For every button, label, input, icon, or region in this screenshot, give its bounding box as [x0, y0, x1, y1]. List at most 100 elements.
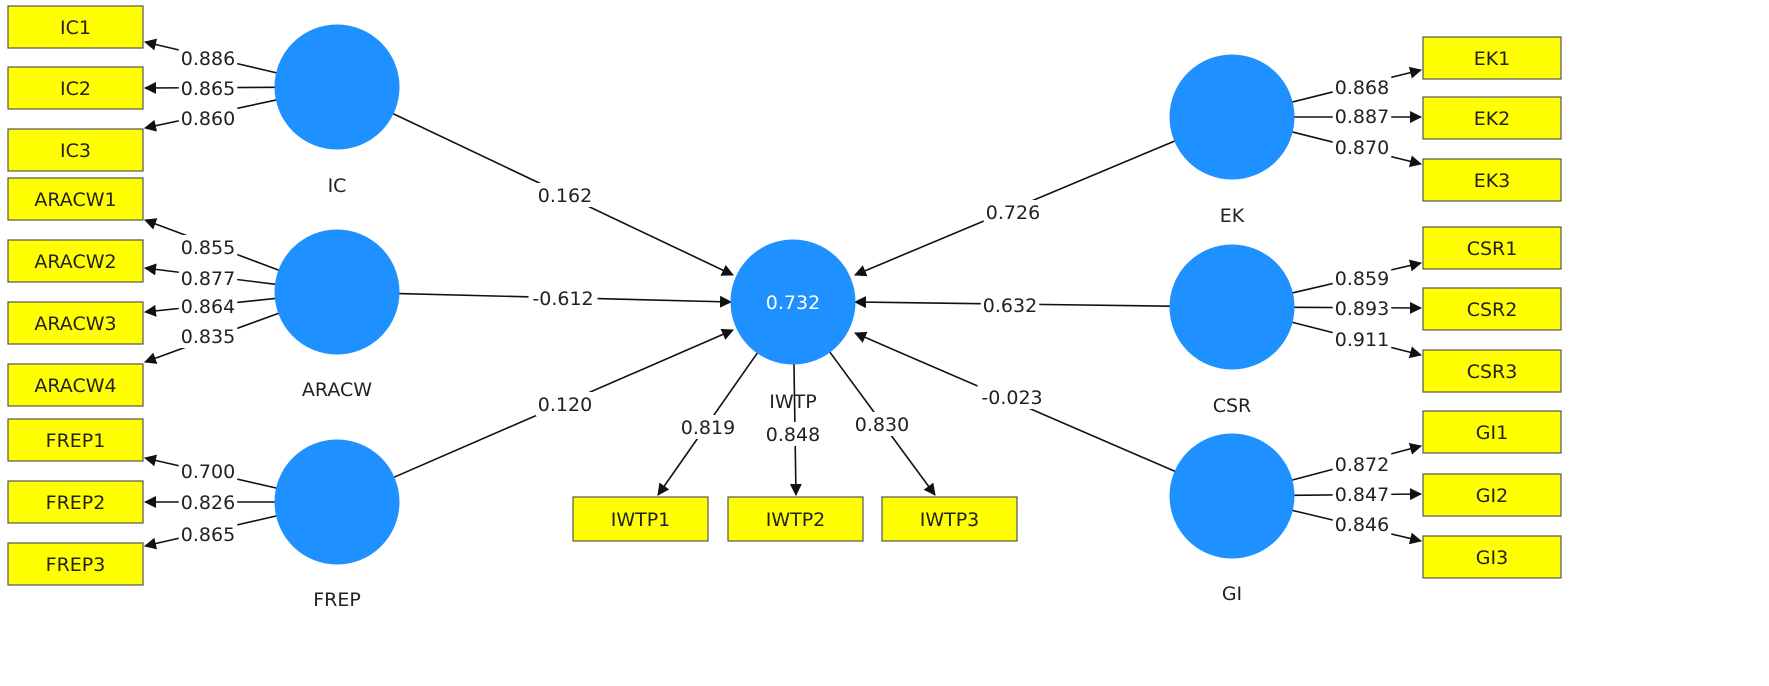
indicator-box-aracw1[interactable]	[7, 177, 144, 221]
loading-value-csr1-bg	[1332, 266, 1392, 290]
construct-node-iwtp[interactable]	[730, 239, 856, 365]
path-coefficient-csr-bg	[980, 293, 1040, 317]
indicator-label-aracw2: ARACW2	[34, 251, 116, 273]
indicator-box-ic1[interactable]	[7, 5, 144, 49]
construct-label-ek: EK	[1220, 205, 1245, 227]
construct-label-ic: IC	[328, 175, 347, 197]
indicator-box-csr3[interactable]	[1422, 349, 1562, 393]
indicator-label-csr3: CSR3	[1467, 361, 1518, 383]
path-coefficient-frep-bg	[535, 392, 595, 416]
path-coefficient-aracw-bg	[528, 286, 598, 310]
indicator-label-ek2: EK2	[1474, 108, 1511, 130]
loading-value-iwtp2-bg	[763, 422, 823, 446]
loading-value-aracw3-bg	[178, 294, 238, 318]
loading-value-ic2: 0.865	[181, 78, 235, 100]
loading-value-frep2: 0.826	[181, 492, 235, 514]
loading-value-iwtp2: 0.848	[766, 424, 820, 446]
r-squared-iwtp: 0.732	[766, 292, 820, 314]
loading-value-ek1: 0.868	[1335, 77, 1389, 99]
loading-value-csr1: 0.859	[1335, 268, 1389, 290]
indicator-box-ic3[interactable]	[7, 128, 144, 172]
indicator-box-gi1[interactable]	[1422, 410, 1562, 454]
path-coefficient-aracw: -0.612	[532, 288, 593, 310]
indicator-box-ek2[interactable]	[1422, 96, 1562, 140]
construct-node-ek[interactable]	[1169, 54, 1295, 180]
loading-value-aracw1-bg	[178, 235, 238, 259]
loading-value-csr2: 0.893	[1335, 298, 1389, 320]
indicator-label-iwtp1: IWTP1	[611, 509, 671, 531]
indicator-box-gi2[interactable]	[1422, 473, 1562, 517]
loading-value-aracw4-bg	[178, 324, 238, 348]
indicator-box-iwtp3[interactable]	[881, 496, 1018, 542]
loading-value-ic3-bg	[178, 106, 238, 130]
loading-value-ic1: 0.886	[181, 48, 235, 70]
indicator-box-aracw3[interactable]	[7, 301, 144, 345]
indicator-box-aracw2[interactable]	[7, 239, 144, 283]
loading-value-frep1: 0.700	[181, 461, 235, 483]
loading-value-ek3-bg	[1332, 135, 1392, 159]
indicator-box-ek1[interactable]	[1422, 36, 1562, 80]
construct-node-csr[interactable]	[1169, 244, 1295, 370]
indicator-box-frep2[interactable]	[7, 480, 144, 524]
construct-node-gi[interactable]	[1169, 433, 1295, 559]
loading-value-iwtp3-bg	[852, 412, 912, 436]
path-coefficient-ic: 0.162	[538, 185, 592, 207]
indicator-label-ek1: EK1	[1474, 48, 1511, 70]
construct-label-csr: CSR	[1213, 395, 1252, 417]
indicator-label-gi3: GI3	[1476, 547, 1508, 569]
indicator-label-aracw3: ARACW3	[34, 313, 116, 335]
loading-value-ic2-bg	[178, 76, 238, 100]
construct-label-iwtp: IWTP	[769, 391, 816, 413]
loading-value-gi1: 0.872	[1335, 454, 1389, 476]
loading-value-csr2-bg	[1332, 296, 1392, 320]
indicator-label-csr2: CSR2	[1467, 299, 1518, 321]
loading-value-frep3: 0.865	[181, 524, 235, 546]
loading-value-gi3: 0.846	[1335, 514, 1389, 536]
loading-value-ek1-bg	[1332, 75, 1392, 99]
loading-value-aracw1: 0.855	[181, 237, 235, 259]
loading-value-ic1-bg	[178, 46, 238, 70]
indicator-box-frep1[interactable]	[7, 418, 144, 462]
path-coefficient-frep: 0.120	[538, 394, 592, 416]
indicator-label-aracw1: ARACW1	[34, 189, 116, 211]
indicator-box-aracw4[interactable]	[7, 363, 144, 407]
indicator-box-ek3[interactable]	[1422, 158, 1562, 202]
construct-node-frep[interactable]	[274, 439, 400, 565]
loading-value-csr3: 0.911	[1335, 329, 1389, 351]
construct-node-aracw[interactable]	[274, 229, 400, 355]
indicator-box-csr1[interactable]	[1422, 226, 1562, 270]
loading-value-ic3: 0.860	[181, 108, 235, 130]
indicator-box-csr2[interactable]	[1422, 287, 1562, 331]
loading-value-gi3-bg	[1332, 512, 1392, 536]
indicator-label-csr1: CSR1	[1467, 238, 1518, 260]
loading-value-csr3-bg	[1332, 327, 1392, 351]
construct-label-gi: GI	[1222, 583, 1242, 605]
indicator-box-frep3[interactable]	[7, 542, 144, 586]
indicator-box-gi3[interactable]	[1422, 535, 1562, 579]
loading-value-frep1-bg	[178, 459, 238, 483]
indicator-label-frep3: FREP3	[46, 554, 106, 576]
indicator-label-frep1: FREP1	[46, 430, 106, 452]
loading-value-aracw2: 0.877	[181, 268, 235, 290]
indicator-label-gi1: GI1	[1476, 422, 1508, 444]
loading-value-iwtp1-bg	[678, 415, 738, 439]
loading-value-aracw4: 0.835	[181, 326, 235, 348]
path-coefficient-ic-bg	[535, 183, 595, 207]
indicator-box-ic2[interactable]	[7, 66, 144, 110]
construct-label-aracw: ARACW	[302, 379, 372, 401]
path-coefficient-ek: 0.726	[986, 202, 1040, 224]
loading-value-gi1-bg	[1332, 452, 1392, 476]
indicator-label-ic3: IC3	[60, 140, 91, 162]
construct-node-ic[interactable]	[274, 24, 400, 150]
loading-value-aracw3: 0.864	[181, 296, 235, 318]
indicator-label-iwtp3: IWTP3	[920, 509, 980, 531]
loading-value-iwtp3: 0.830	[855, 414, 909, 436]
indicator-box-iwtp2[interactable]	[727, 496, 864, 542]
loading-value-frep3-bg	[178, 522, 238, 546]
indicator-label-iwtp2: IWTP2	[766, 509, 826, 531]
path-coefficient-ek-bg	[983, 200, 1043, 224]
path-coefficient-gi-bg	[977, 385, 1047, 409]
indicator-box-iwtp1[interactable]	[572, 496, 709, 542]
indicator-label-ic2: IC2	[60, 78, 91, 100]
